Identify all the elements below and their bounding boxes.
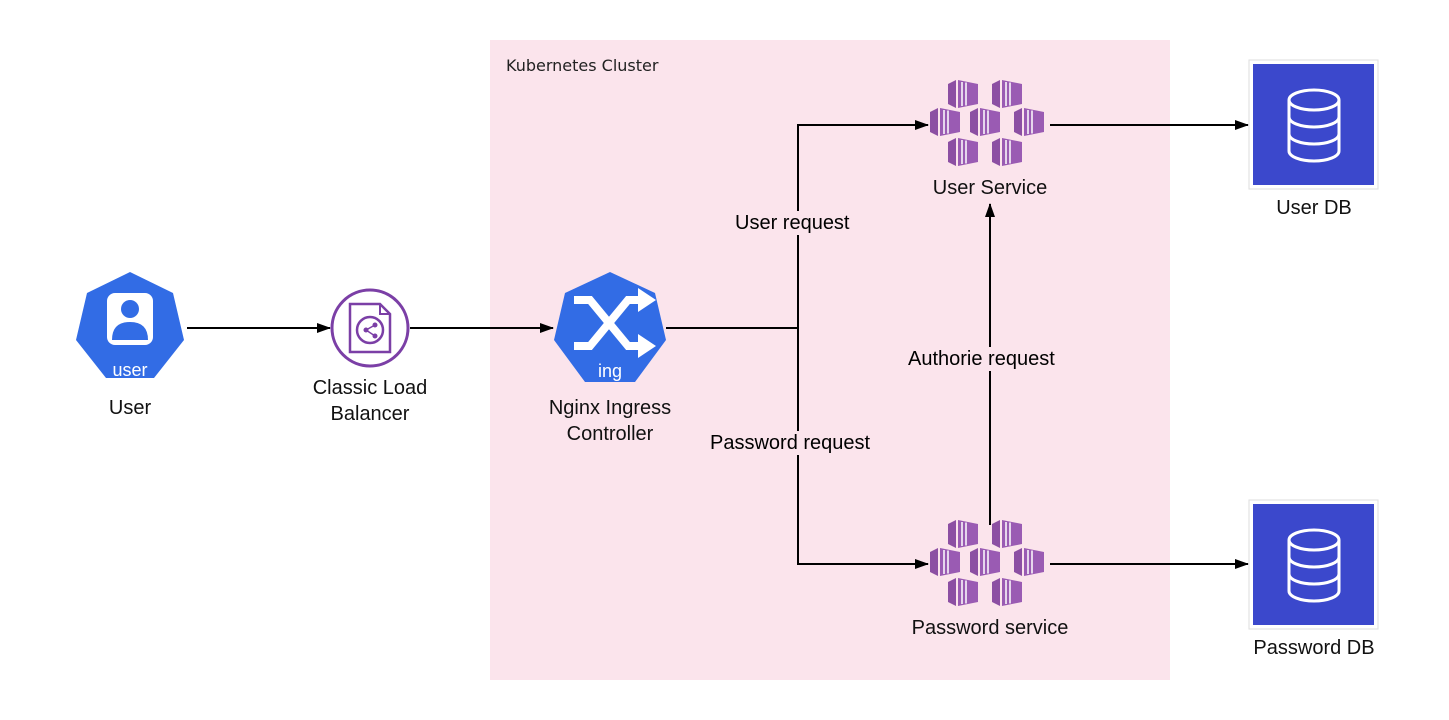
user-service-label: User Service (932, 177, 1048, 199)
edge-label-password-request: Password request (706, 431, 875, 455)
shuffle-icon: ing (554, 272, 666, 382)
ingress-label: Nginx Ingress Controller (520, 395, 700, 447)
user-db-label: User DB (1276, 197, 1352, 219)
load-balancer-icon (330, 288, 410, 368)
svg-text:ing: ing (598, 361, 622, 381)
user-label: User (108, 397, 152, 419)
ingress-label-line1: Nginx Ingress (548, 397, 672, 419)
password-service-label: Password service (911, 617, 1069, 639)
cluster-title: Kubernetes Cluster (506, 56, 659, 75)
password-db-label: Password DB (1253, 637, 1375, 659)
edge-label-user-request: User request (731, 211, 854, 235)
user-icon: user (76, 272, 184, 380)
load-balancer-label-line1: Classic Load (312, 377, 428, 399)
load-balancer-label-line2: Balancer (330, 403, 410, 425)
database-icon (1248, 59, 1379, 190)
svg-text:user: user (112, 360, 147, 380)
database-icon (1248, 499, 1379, 630)
edge-password-request (797, 328, 929, 569)
edge-user-request (797, 120, 929, 328)
edge-label-authorize-request: Authorie request (904, 347, 1059, 371)
ingress-label-line2: Controller (566, 423, 654, 445)
load-balancer-label: Classic Load Balancer (290, 375, 450, 427)
